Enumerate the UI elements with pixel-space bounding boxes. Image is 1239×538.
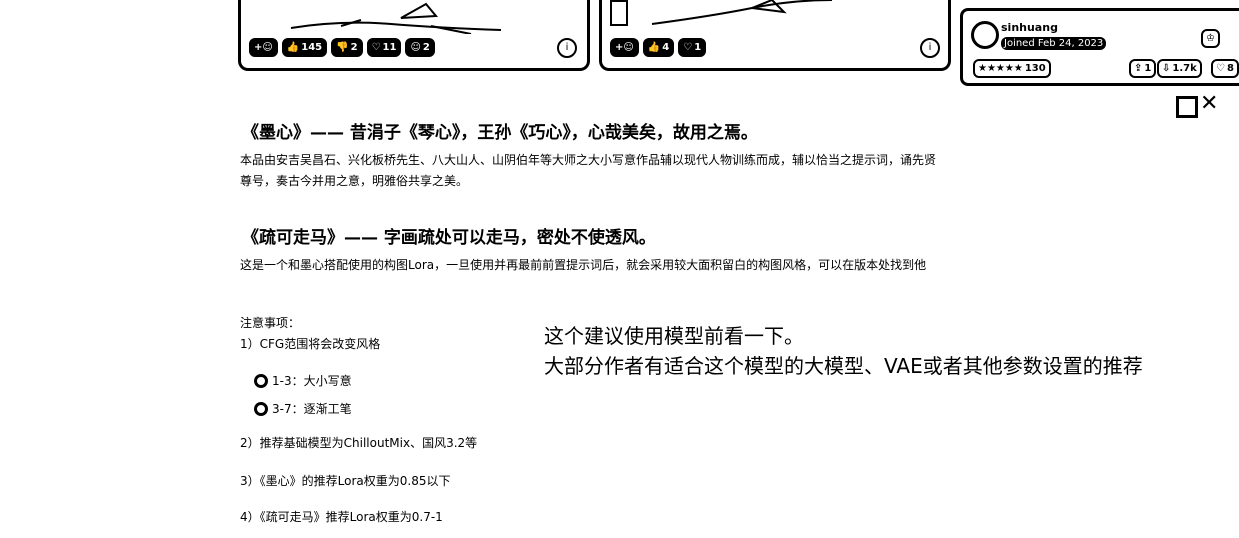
like-stat[interactable]: 👍145: [281, 38, 328, 57]
note-item-1: 1）CFG范围将会改变风格: [240, 337, 381, 351]
image-card-1[interactable]: +☺ 👍145 👎2 ♡11 ☺2 i: [238, 0, 590, 71]
bullet-icon: [254, 374, 268, 388]
image-card-2[interactable]: +☺ 👍4 ♡1 i: [599, 0, 951, 71]
author-stat-likes: ♡8: [1211, 59, 1239, 78]
note-sub-2: 3-7：逐渐工笔: [272, 402, 352, 416]
artwork-seal-icon: [610, 0, 628, 26]
annotation-line-1: 这个建议使用模型前看一下。: [544, 324, 804, 348]
author-name[interactable]: sinhuang: [1001, 21, 1058, 34]
heart-stat[interactable]: ♡11: [366, 38, 402, 57]
author-card: sinhuang Joined Feb 24, 2023 ♔ ★★★★★130 …: [960, 8, 1239, 86]
close-icon[interactable]: ✕: [1200, 91, 1219, 116]
bullet-icon: [254, 402, 268, 416]
dislike-stat[interactable]: 👎2: [331, 38, 363, 57]
heart-icon: ♡: [371, 42, 381, 53]
author-stat-uploads: ⇪1: [1129, 59, 1157, 78]
card-stats-2: +☺ 👍4 ♡1: [610, 38, 707, 57]
smile-icon: ☺: [410, 42, 421, 53]
section-body-shukezouma: 这是一个和墨心搭配使用的构图Lora，一旦使用并再最前前置提示词后，就会采用较大…: [240, 258, 927, 272]
info-icon[interactable]: i: [920, 38, 940, 58]
section-title-moxin: 《墨心》—— 昔涓子《琴心》，王孙《巧心》，心哉美矣，故用之焉。: [242, 123, 758, 143]
note-item-4: 4）《疏可走马》推荐Lora权重为0.7-1: [240, 510, 443, 524]
thumb-up-icon: 👍: [286, 42, 300, 53]
stars-icon: ★★★★★: [978, 63, 1023, 74]
artwork-thumbnail: [290, 2, 502, 34]
thumb-down-icon: 👎: [336, 42, 349, 53]
artwork-thumbnail: [651, 0, 833, 25]
note-sub-1: 1-3：大小写意: [272, 374, 352, 388]
add-icon[interactable]: +☺: [610, 38, 639, 57]
author-joined: Joined Feb 24, 2023: [1001, 37, 1107, 50]
like-stat[interactable]: 👍4: [642, 38, 675, 57]
note-item-3: 3）《墨心》的推荐Lora权重为0.85以下: [240, 474, 451, 488]
notes-heading: 注意事项：: [240, 316, 301, 330]
upload-icon: ⇪: [1134, 63, 1143, 74]
image-icon[interactable]: [1176, 96, 1198, 118]
comment-stat[interactable]: ☺2: [405, 38, 435, 57]
card-stats-1: +☺ 👍145 👎2 ♡11 ☺2: [249, 38, 435, 57]
heart-icon: ♡: [683, 42, 693, 53]
heart-icon: ♡: [1216, 63, 1225, 74]
add-icon[interactable]: +☺: [249, 38, 278, 57]
author-rating: ★★★★★130: [973, 59, 1051, 78]
thumb-up-icon: 👍: [647, 42, 661, 53]
author-stat-downloads: ⇩1.7k: [1157, 59, 1202, 78]
heart-stat[interactable]: ♡1: [678, 38, 707, 57]
annotation-line-2: 大部分作者有适合这个模型的大模型、VAE或者其他参数设置的推荐: [544, 354, 1143, 378]
follow-button[interactable]: ♔: [1201, 29, 1220, 48]
section-title-shukezouma: 《疏可走马》—— 字画疏处可以走马，密处不使透风。: [242, 228, 656, 248]
note-item-2: 2）推荐基础模型为ChilloutMix、国风3.2等: [240, 436, 478, 450]
section-body-moxin: 本品由安吉吴昌石、兴化板桥先生、八大山人、山阴伯年等大师之大小写意作品辅以现代人…: [240, 153, 937, 188]
download-icon: ⇩: [1162, 63, 1171, 74]
avatar[interactable]: [971, 21, 999, 49]
info-icon[interactable]: i: [557, 38, 577, 58]
crown-icon: ♔: [1206, 33, 1215, 44]
